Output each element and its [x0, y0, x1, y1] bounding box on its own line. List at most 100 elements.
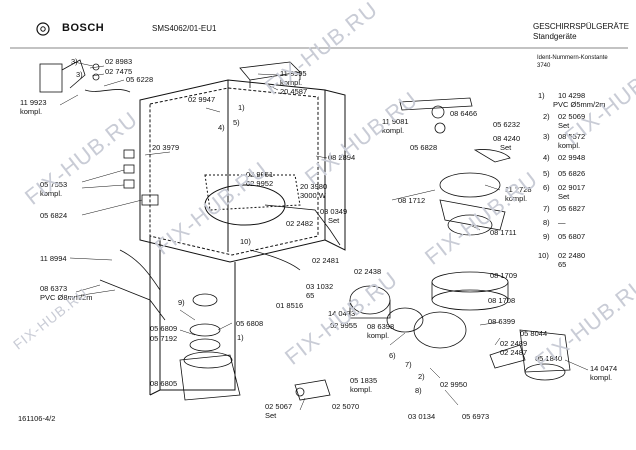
- callout-65a: 65: [306, 291, 315, 300]
- legend-8-code: —: [558, 218, 566, 227]
- callout-086399: 08 6399: [488, 317, 516, 326]
- legend-7-num: 7): [543, 204, 550, 213]
- callout-029951: 02 9951: [246, 170, 274, 179]
- callout-3a: 3): [71, 57, 78, 66]
- callout-084240: 08 4240: [493, 134, 521, 143]
- callout-022481: 02 2481: [312, 256, 340, 265]
- upper-spray-arm: [399, 97, 511, 163]
- ident-value: 3740: [537, 63, 551, 69]
- callout-kompl-119923: kompl.: [20, 107, 43, 116]
- legend-2-num: 2): [543, 112, 550, 121]
- legend-3-num: 3): [543, 132, 550, 141]
- callout-kompl-118995: kompl.: [280, 78, 303, 87]
- callout-kompl-140474: kompl.: [590, 373, 613, 382]
- callout-056828: 05 6828: [410, 143, 438, 152]
- callout-2: 2): [418, 372, 425, 381]
- callout-030349: 03 0349: [320, 207, 348, 216]
- callout-086398: 08 6398: [367, 322, 395, 331]
- callout-140473: 14 0473: [328, 309, 356, 318]
- callout-022489: 02 2489: [500, 339, 528, 348]
- callout-4: 4): [218, 123, 225, 132]
- tub-body: [139, 79, 346, 396]
- callout-057192: 05 7192: [150, 334, 178, 343]
- sump-pump: [179, 293, 241, 401]
- callout-7: 7): [405, 360, 412, 369]
- top-bracket: [239, 61, 301, 88]
- callout-3000w: 3000 W: [300, 191, 326, 200]
- callout-119923: 11 9923: [20, 98, 47, 107]
- legend-3-code: 08 5572: [558, 132, 586, 141]
- callout-204587: 20 4587: [280, 87, 308, 96]
- callout-set-025067: Set: [265, 411, 277, 420]
- legend-2-note: Set: [558, 121, 570, 130]
- legend-9-num: 9): [543, 232, 550, 241]
- legend-6-note: Set: [558, 192, 570, 201]
- legend-1-code: 10 4298: [558, 91, 586, 100]
- callout-8: 8): [415, 386, 422, 395]
- legend-1-num: 1): [538, 91, 545, 100]
- legend-3-note: kompl.: [558, 141, 581, 150]
- callout-1: 1): [238, 103, 245, 112]
- footer-code: 161106-4/2: [18, 414, 56, 423]
- callout-112728: 11 2728: [505, 185, 532, 194]
- callout-086466: 08 6466: [450, 109, 478, 118]
- model-number: SMS4062/01-EU1: [152, 24, 217, 33]
- callout-082894: 08 2894: [328, 153, 356, 162]
- callout-140474: 14 0474: [590, 364, 618, 373]
- callout-set-084240: Set: [500, 143, 512, 152]
- callout-9: 9): [178, 298, 185, 307]
- legend-1-note: PVC Ø5mm/2m: [553, 100, 606, 109]
- callout-056808: 05 6808: [236, 319, 264, 328]
- callout-081709: 08 1709: [490, 271, 518, 280]
- callout-056824: 05 6824: [40, 211, 68, 220]
- legend-4-code: 02 9948: [558, 153, 586, 162]
- callout-022482: 02 2482: [286, 219, 314, 228]
- legend-10-code: 02 2480: [558, 251, 586, 260]
- callout-6: 6): [389, 351, 396, 360]
- callout-kompl-051835: kompl.: [350, 385, 373, 394]
- callout-kompl-112728: kompl.: [505, 194, 528, 203]
- callout-056232: 05 6232: [493, 120, 521, 129]
- brand-name: BOSCH: [62, 22, 105, 34]
- legend-5-code: 05 6826: [558, 169, 586, 178]
- callout-029950: 02 9950: [440, 380, 468, 389]
- callout-kompl-119081: kompl.: [382, 126, 405, 135]
- callout-051835: 05 1835: [350, 376, 378, 385]
- callout-029955: 02 9955: [330, 321, 358, 330]
- callout-025067: 02 5067: [265, 402, 293, 411]
- callout-018516: 01 8516: [276, 301, 304, 310]
- motor-assembly: [349, 285, 467, 349]
- filter-cylinder: [431, 271, 509, 311]
- ident-label: Ident-Nummern-Konstante: [537, 55, 608, 61]
- callout-kompl-086398: kompl.: [367, 331, 390, 340]
- legend-9-code: 05 6807: [558, 232, 586, 241]
- legend-6-num: 6): [543, 183, 550, 192]
- callout-086373: 08 6373: [40, 284, 68, 293]
- callout-set-030349: Set: [328, 216, 340, 225]
- legend-8-num: 8): [543, 218, 550, 227]
- callout-056228: 05 6228: [126, 75, 154, 84]
- callout-058044: 05 8044: [520, 329, 548, 338]
- drain-pump: [489, 329, 571, 381]
- callout-203980: 20 3980: [300, 182, 328, 191]
- callout-119081: 11 9081: [382, 117, 409, 126]
- callout-086805: 08 6805: [150, 379, 178, 388]
- callout-1b: 1): [237, 333, 244, 342]
- legend-6-code: 02 9017: [558, 183, 586, 192]
- dispenser-parts: [39, 59, 159, 206]
- callout-029947: 02 9947: [188, 95, 216, 104]
- callout-kompl-057553: kompl.: [40, 189, 63, 198]
- callout-081712: 08 1712: [398, 196, 426, 205]
- callout-022438: 02 2438: [354, 267, 382, 276]
- legend-4-num: 4): [543, 153, 550, 162]
- subcategory-title: Standgeräte: [533, 32, 577, 41]
- legend-10-num: 10): [538, 251, 549, 260]
- callout-10: 10): [240, 237, 251, 246]
- callout-025070: 02 5070: [332, 402, 360, 411]
- callout-056973: 05 6973: [462, 412, 490, 421]
- callout-030134: 03 0134: [408, 412, 436, 421]
- lower-spray-arm: [439, 172, 506, 236]
- callout-056809: 05 6809: [150, 324, 178, 333]
- callout-027475: 02 7475: [105, 67, 133, 76]
